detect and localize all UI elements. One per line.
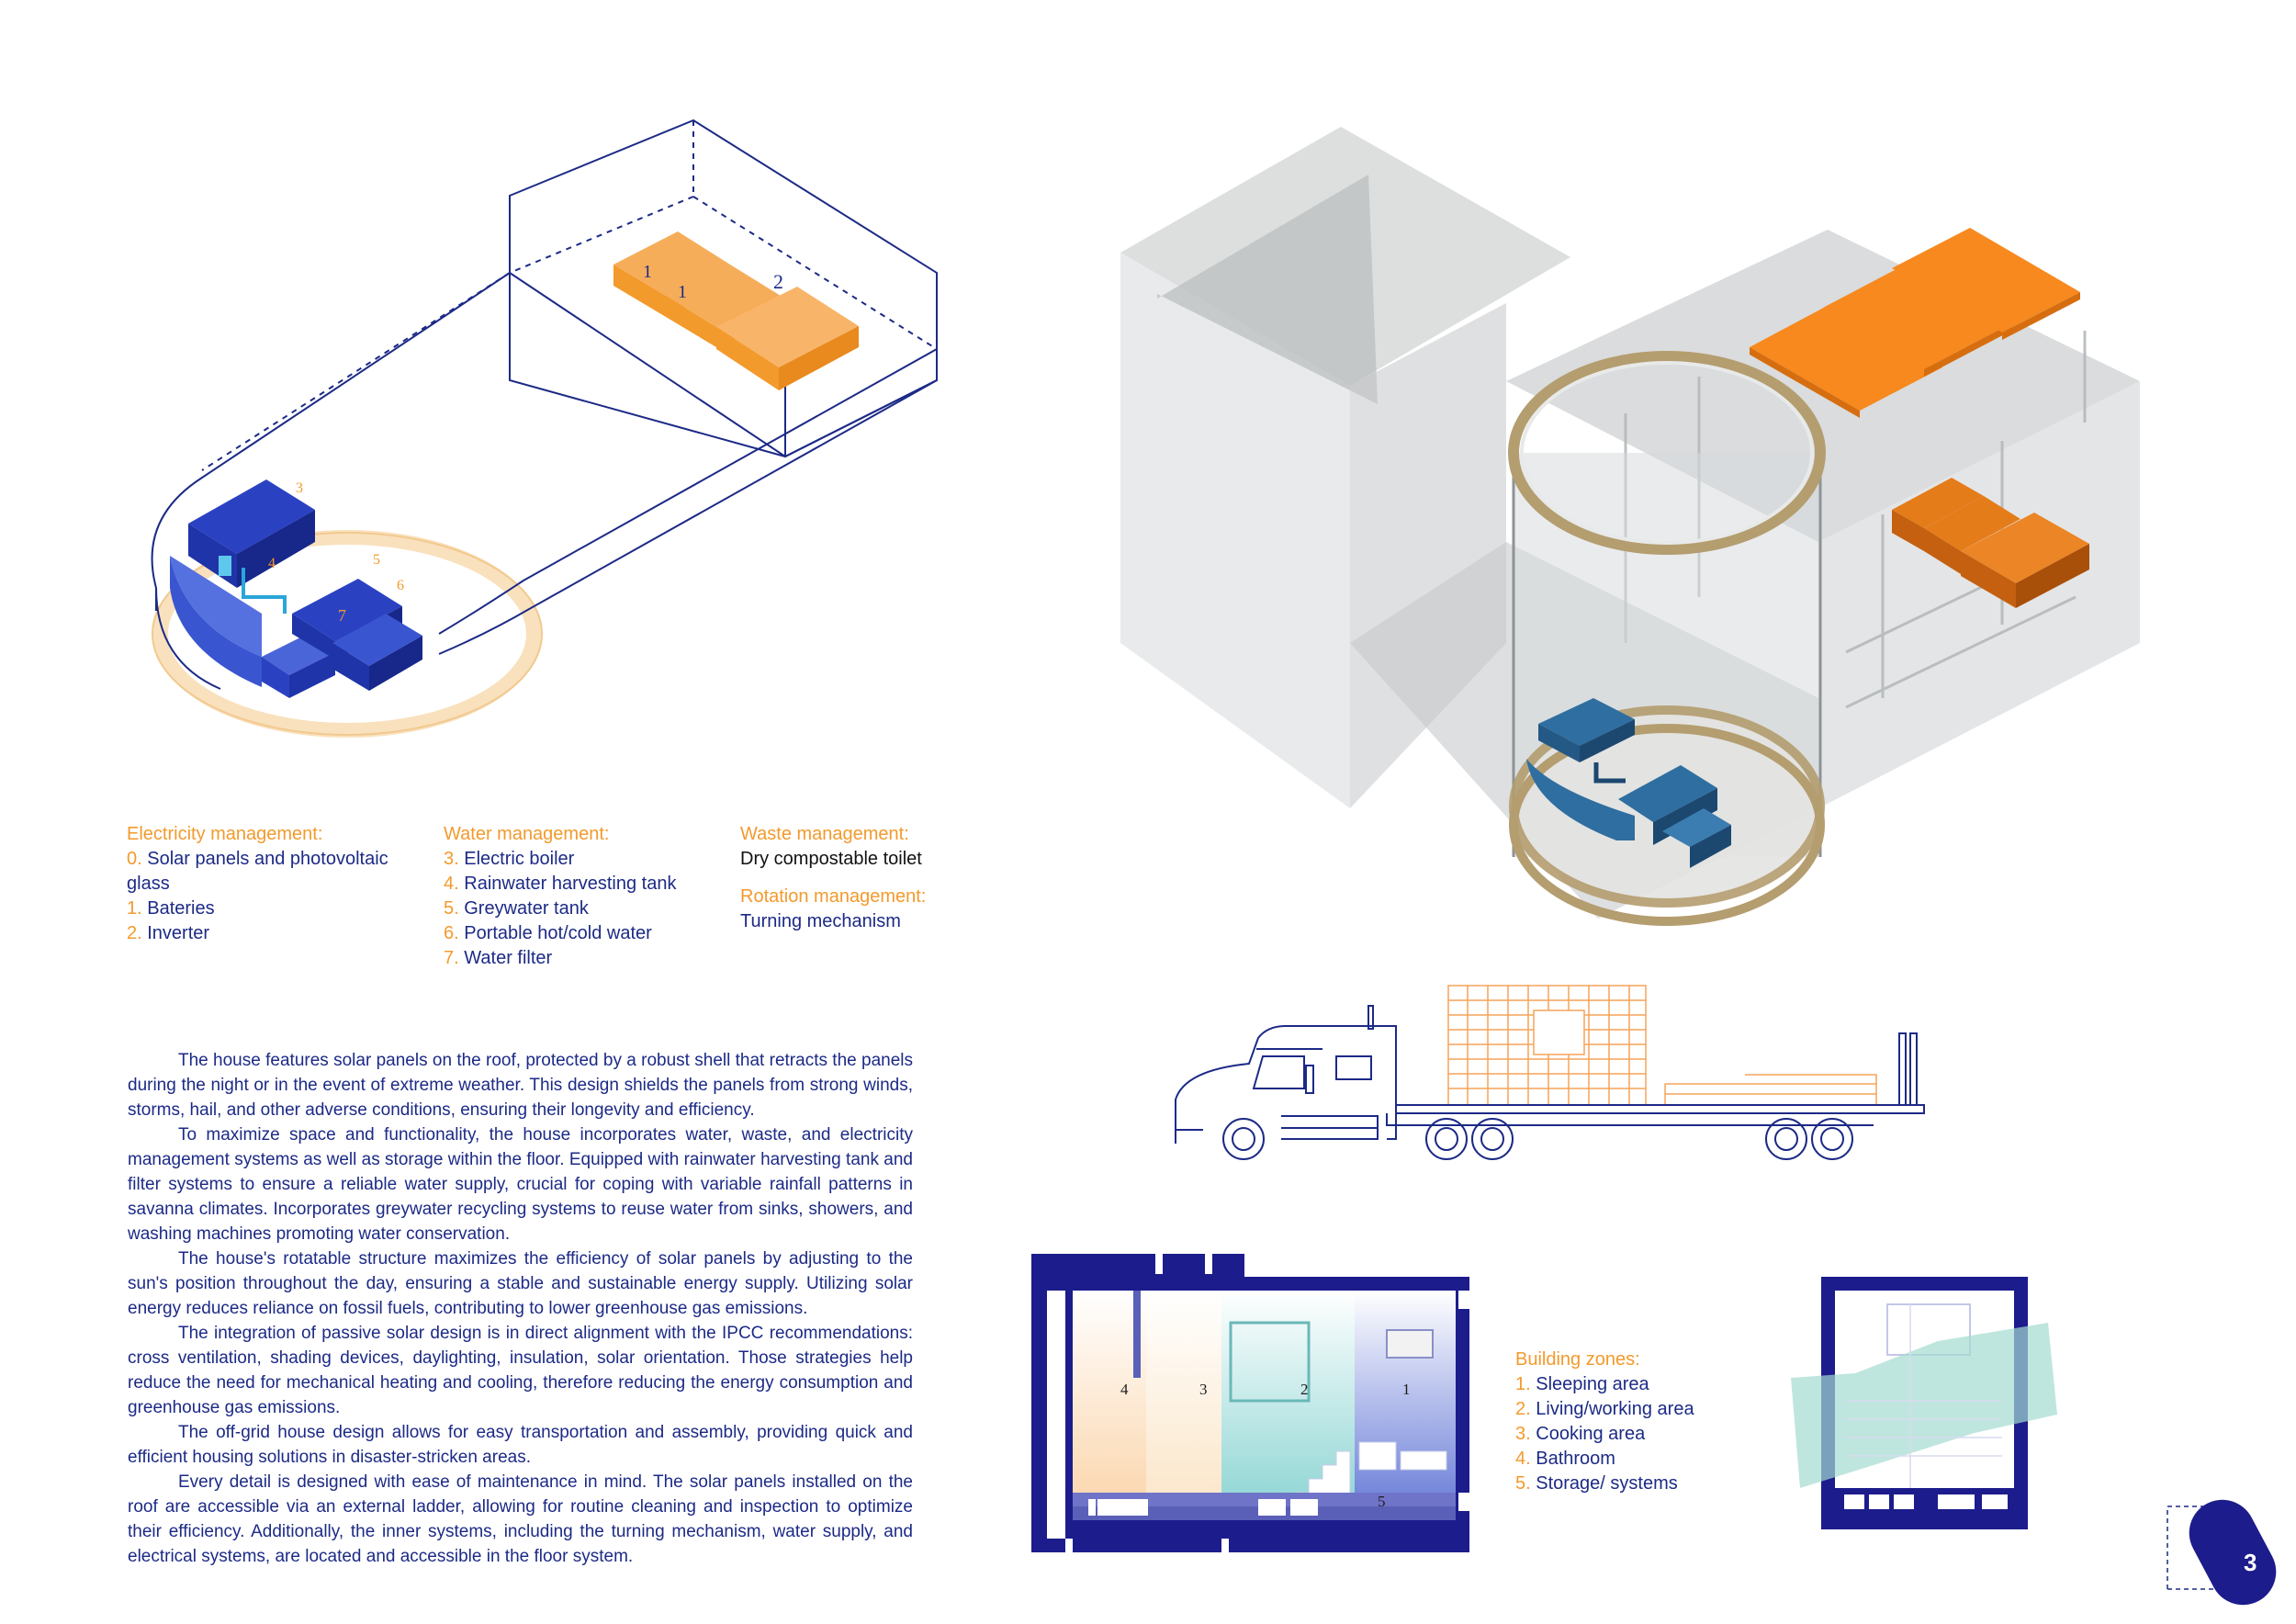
label-filter-7: 7 [338,606,346,625]
paragraph: The house's rotatable structure maximize… [128,1249,913,1318]
solar-panel-2 [1823,262,2011,377]
building-section-drawing: 4 3 2 1 5 [1031,1254,1469,1552]
label-battery-1a: 1 [643,262,652,282]
zone-item: 4. Bathroom [1515,1449,1615,1469]
electricity-legend: Electricity management: 0. Solar panels … [127,822,402,946]
house-outline [151,118,938,690]
legend-item: 6. Portable hot/cold water [444,923,652,943]
description-text: The house features solar panels on the r… [128,1048,913,1569]
render-battery-boxes [1892,478,2089,608]
rotation-item: Turning mechanism [740,911,901,931]
section-label-3: 3 [1199,1381,1208,1398]
cross-section-small [1791,1277,2057,1529]
paragraph: The off-grid house design allows for eas… [128,1423,913,1467]
legend-item: 4. Rainwater harvesting tank [444,874,677,894]
waste-rotation-legend: Waste management: Dry compostable toilet… [740,822,961,934]
house-render-isometric [1120,127,2140,926]
zone-item: 1. Sleeping area [1515,1374,1649,1394]
section-label-2: 2 [1300,1381,1309,1398]
section-label-4: 4 [1120,1381,1129,1398]
zones-heading: Building zones: [1515,1349,1640,1370]
house-module-on-trailer [1447,985,1877,1106]
waste-heading: Waste management: [740,824,909,844]
transport-truck-drawing [1175,985,1925,1160]
label-greywater-5: 5 [373,552,380,568]
rainwater-tank [170,556,262,687]
systems-isometric-diagram: 1 1 2 3 4 5 6 7 [151,118,938,738]
section-label-5: 5 [1378,1493,1386,1510]
paragraph: The integration of passive solar design … [128,1324,913,1417]
label-boiler-3: 3 [296,480,303,496]
portable-water-box [332,614,422,691]
legend-item: 5. Greywater tank [444,898,589,919]
page-number-tab: 3 [2167,1499,2277,1606]
legend-item: 1. Bateries [127,898,215,919]
legend-item: 7. Water filter [444,948,553,968]
label-battery-1b: 1 [678,282,687,302]
pipe [219,556,287,614]
label-rainwater-4: 4 [268,556,276,571]
label-inverter-2: 2 [773,270,783,293]
legend-item: 3. Electric boiler [444,849,575,869]
page-number: 3 [2244,1549,2257,1576]
render-water-boxes [1526,698,1731,868]
inverter-box [716,287,859,390]
legend-item: 0. Solar panels and photovoltaic [127,849,388,869]
truck-wheels [1222,1118,1853,1160]
electricity-heading: Electricity management: [127,824,323,844]
solar-panel-3 [1892,228,2080,340]
legend-item: glass [127,874,170,894]
paragraph: Every detail is designed with ease of ma… [128,1472,913,1566]
water-legend: Water management: 3. Electric boiler 4. … [444,822,719,971]
solar-panel-1 [1750,303,1942,418]
rotation-ring [152,530,543,738]
water-heading: Water management: [444,824,610,844]
zone-item: 5. Storage/ systems [1515,1473,1678,1494]
section-label-1: 1 [1402,1381,1411,1398]
label-portable-6: 6 [397,578,404,593]
paragraph: To maximize space and functionality, the… [128,1125,913,1244]
paragraph: The house features solar panels on the r… [128,1051,913,1120]
building-zones-legend: Building zones: 1. Sleeping area 2. Livi… [1515,1348,1694,1496]
rotation-heading: Rotation management: [740,886,927,907]
legend-item: 2. Inverter [127,923,210,943]
zone-item: 2. Living/working area [1515,1399,1694,1419]
waste-item: Dry compostable toilet [740,849,922,869]
zone-item: 3. Cooking area [1515,1424,1646,1444]
